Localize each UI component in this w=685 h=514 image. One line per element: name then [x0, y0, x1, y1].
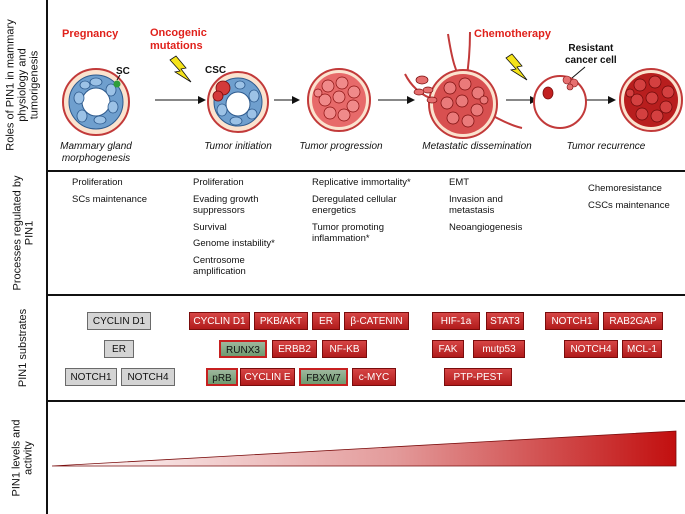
substrate-fak: FAK	[432, 340, 464, 358]
metastatic-dissemination-icon	[404, 31, 523, 139]
substrate-cyclin-e: CYCLIN E	[240, 368, 295, 386]
process-item: Survival	[193, 221, 227, 233]
process-item: CSCs maintenance	[588, 199, 670, 211]
substrate-hif-1a: HIF-1a	[432, 312, 480, 330]
process-item: Tumor promoting inflammation*	[312, 221, 384, 245]
processes-col-2: Proliferation Evading growth suppressors…	[193, 177, 293, 283]
stage-label-initiation: Tumor initiation	[204, 141, 272, 152]
substrate-notch1-gray: NOTCH1	[65, 368, 117, 386]
process-item: Deregulated cellular energetics	[312, 193, 397, 217]
substrate-nf-kb: NF-KB	[322, 340, 367, 358]
stage-label-progression: Tumor progression	[299, 141, 383, 152]
csc-label: CSC	[205, 65, 227, 76]
substrate-er: ER	[312, 312, 340, 330]
lightning-icon	[505, 53, 528, 81]
substrate-mcl-1: MCL-1	[622, 340, 662, 358]
recurrent-tumor-icon	[619, 68, 683, 132]
stage-label-metastatic: Metastatic dissemination	[422, 141, 532, 152]
process-item: Invasion and metastasis	[449, 193, 503, 217]
process-item: Genome instability*	[193, 238, 275, 249]
vertical-divider	[46, 0, 48, 514]
lightning-icon	[169, 55, 192, 83]
substrate-prb: pRB	[206, 368, 238, 386]
process-item: SCs maintenance	[72, 193, 147, 205]
substrate-pkb-akt: PKB/AKT	[254, 312, 308, 330]
process-item: EMT	[449, 177, 470, 188]
substrate-ptp-pest: PTP-PEST	[444, 368, 512, 386]
process-item: Neoangiogenesis	[449, 221, 523, 233]
substrate-beta-catenin: β-CATENIN	[344, 312, 409, 330]
processes-col-4: EMT Invasion and metastasis Neoangiogene…	[449, 177, 549, 238]
processes-col-5: Chemoresistance CSCs maintenance	[588, 183, 678, 216]
initiation-duct-icon	[207, 71, 269, 133]
substrate-notch4-gray: NOTCH4	[121, 368, 175, 386]
divider-2	[46, 294, 685, 296]
substrate-er-gray: ER	[104, 340, 134, 358]
substrate-notch4: NOTCH4	[564, 340, 618, 358]
substrate-stat3: STAT3	[486, 312, 524, 330]
sc-label: SC	[116, 66, 130, 77]
divider-3	[46, 400, 685, 402]
tumor-progression-icon	[307, 68, 371, 132]
process-item: Replicative immortality*	[312, 177, 411, 188]
pin1-levels-wedge	[51, 430, 677, 467]
substrate-runx3: RUNX3	[219, 340, 267, 358]
process-item: Evading growth suppressors	[193, 193, 259, 217]
resistant-cell-duct-icon	[533, 66, 587, 129]
substrate-fbxw7: FBXW7	[299, 368, 348, 386]
processes-col-3: Replicative immortality* Deregulated cel…	[312, 177, 412, 250]
chemotherapy-title: Chemotherapy	[474, 28, 552, 40]
process-item: Proliferation	[72, 177, 123, 188]
substrate-erbb2: ERBB2	[272, 340, 317, 358]
process-item: Chemoresistance	[588, 183, 662, 194]
substrate-rab2gap: RAB2GAP	[603, 312, 663, 330]
substrate-cyclin-d1-gray: CYCLIN D1	[87, 312, 151, 330]
process-item: Proliferation	[193, 177, 244, 188]
process-item: Centrosome amplification	[193, 254, 246, 278]
substrate-mutp53: mutp53	[473, 340, 525, 358]
mammary-duct-icon	[62, 68, 130, 136]
processes-col-1: Proliferation SCs maintenance	[72, 177, 182, 210]
stage-label-recurrence: Tumor recurrence	[566, 141, 646, 152]
substrate-c-myc: c-MYC	[352, 368, 396, 386]
substrate-notch1: NOTCH1	[545, 312, 599, 330]
substrate-cyclin-d1: CYCLIN D1	[189, 312, 250, 330]
divider-1	[46, 170, 685, 172]
pregnancy-title: Pregnancy	[62, 28, 119, 40]
